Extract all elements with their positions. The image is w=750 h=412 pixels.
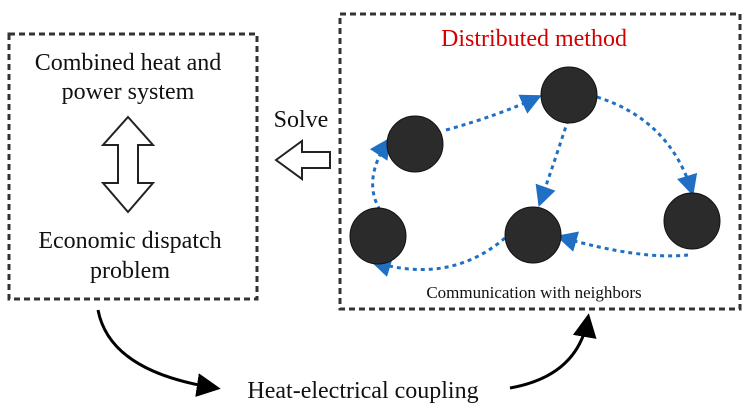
edge-n2-to-n4 (535, 119, 570, 207)
right-distributed-box (338, 12, 742, 311)
left-system-box (7, 32, 259, 301)
left-box-title-line2: power system (62, 79, 195, 105)
communication-edges (369, 94, 698, 277)
double-vertical-arrow-icon (100, 115, 156, 214)
left-box-bottom-line2: problem (90, 258, 170, 284)
agent-node-3 (349, 207, 407, 265)
solve-label: Solve (274, 107, 329, 133)
edge-n5-to-n4 (555, 231, 689, 258)
coupling-arrow-right (509, 313, 597, 390)
agent-nodes (349, 66, 721, 265)
agent-node-4 (504, 206, 562, 264)
heat-electrical-coupling-label: Heat-electrical coupling (247, 378, 478, 404)
edge-n4-to-n3 (369, 236, 506, 277)
coupling-arrow-left (96, 309, 221, 397)
left-hollow-arrow-icon (274, 139, 331, 181)
distributed-method-title: Distributed method (441, 26, 627, 52)
left-box-bottom-line1: Economic dispatch (38, 228, 221, 254)
edge-n3-to-n1 (369, 137, 391, 211)
edge-n1-to-n2 (445, 94, 542, 132)
left-box-title-line1: Combined heat and (35, 50, 222, 76)
agent-node-1 (386, 115, 444, 173)
communication-caption: Communication with neighbors (426, 283, 641, 302)
edge-n2-to-n5 (596, 95, 698, 197)
agent-node-2 (540, 66, 598, 124)
agent-node-5 (663, 192, 721, 250)
